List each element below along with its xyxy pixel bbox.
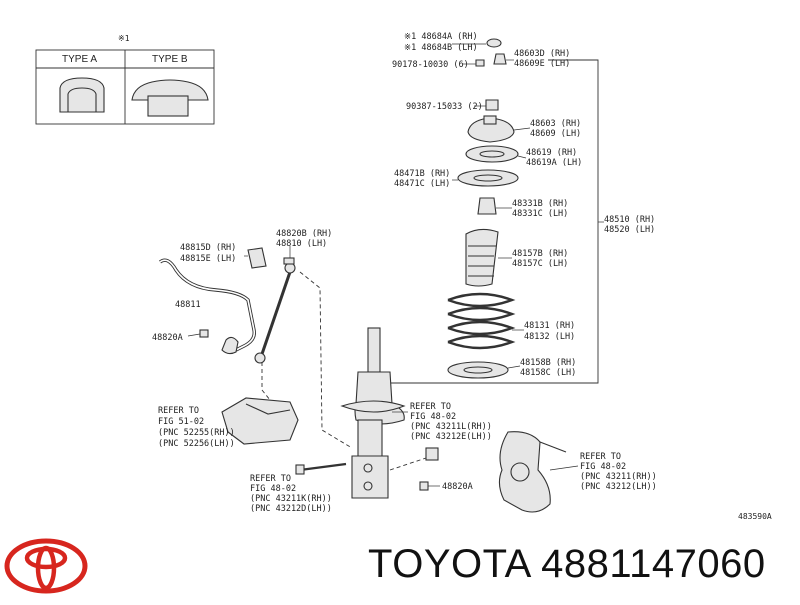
label-48811: 48811 [175,300,201,310]
label-48820b: 48820B (RH) [276,229,332,239]
lower-bracket: REFER TO FIG 51-02 (PNC 52255(RH)) (PNC … [158,397,299,449]
bearing-48619-icon [465,145,519,163]
lower-bracket-icon [221,397,299,445]
label-48609e: 48609E (LH) [514,59,570,69]
label-48684a: ※1 48684A (RH) [404,32,478,42]
type-a-cap-icon [59,77,105,113]
label-48331b: 48331B (RH) [512,199,568,209]
nut-48820a-icon [199,329,209,338]
ref-knuckle-line2: FIG 48-02 [580,462,626,472]
ref-knuckle-line4: (PNC 43212(LH)) [580,482,657,492]
toyota-logo-icon [4,538,88,594]
bushing-48815-icon [247,247,267,269]
bolt-reference: REFER TO FIG 48-02 (PNC 43211K(RH)) (PNC… [250,462,347,514]
nut-48820a-right-icon [425,447,439,461]
strut-reference: REFER TO FIG 48-02 (PNC 43211L(RH)) (PNC… [392,402,492,442]
nut-48603d-icon [493,53,507,65]
upper-mount-parts [447,38,531,379]
ref-bolt-line2: FIG 48-02 [250,484,296,494]
label-48510: 48510 (RH) [604,215,655,225]
cap-48684-icon [486,38,502,48]
mount-48603-icon [467,117,515,143]
type-b-cap-icon [131,79,209,101]
ref-strut-line1: REFER TO [410,402,451,412]
type-a-label: TYPE A [62,54,97,65]
strut-bracket-icon [351,455,389,499]
ref-fig51-line3: (PNC 52255(RH)) [158,428,235,438]
seat-48158-icon [447,361,509,379]
label-48603: 48603 (RH) [530,119,581,129]
upper-mount-labels: ※1 48684A (RH) ※1 48684B (LH) 48603D (RH… [392,32,655,378]
label-48471b: 48471B (RH) [394,169,450,179]
strut-assembly [340,327,406,499]
ref-fig51-line4: (PNC 52256(LH)) [158,439,235,449]
label-48820a-right: 48820A [442,482,473,492]
ref-strut-line3: (PNC 43211L(RH)) [410,422,492,432]
label-48158c: 48158C (LH) [520,368,576,378]
ref-bolt-line4: (PNC 43212D(LH)) [250,504,332,514]
type-b-label: TYPE B [152,54,188,65]
ref-bolt-line3: (PNC 43211K(RH)) [250,494,332,504]
ref-fig51-line1: REFER TO [158,406,199,416]
ref-fig51-line2: FIG 51-02 [158,417,204,427]
label-48609: 48609 (LH) [530,129,581,139]
diagram-id: 483590A [738,512,772,521]
spring-seat-icon [340,400,406,413]
label-48520: 48520 (LH) [604,225,655,235]
steering-knuckle-icon [498,431,551,513]
strut-body-icon [354,371,405,425]
nut-90387-icon [485,99,499,111]
type-box: ※1 TYPE A TYPE B [35,34,215,125]
ref-knuckle-line1: REFER TO [580,452,621,462]
bumper-48331-icon [477,197,497,215]
seat-48471-icon [457,169,519,187]
piston-rod-icon [367,327,381,373]
label-90387: 90387-15033 (2) [406,102,483,112]
stabilizer-assembly: 48815D (RH) 48815E (LH) 48820B (RH) 4881… [152,229,353,449]
label-48471c: 48471C (LH) [394,179,450,189]
brand-part-number: TOYOTA 4881147060 [368,542,766,586]
coil-spring-48131-icon [447,292,516,350]
ref-strut-line2: FIG 48-02 [410,412,456,422]
ref-knuckle-line3: (PNC 43211(RH)) [580,472,657,482]
label-48815d: 48815D (RH) [180,243,236,253]
stabilizer-link-icon [260,271,292,355]
label-48603d: 48603D (RH) [514,49,570,59]
label-48331c: 48331C (LH) [512,209,568,219]
label-48684b: ※1 48684B (LH) [404,43,478,53]
bolt-icon [299,462,347,472]
label-90178: 90178-10030 (6) [392,60,469,70]
label-48158b: 48158B (RH) [520,358,576,368]
knuckle-assembly: REFER TO FIG 48-02 (PNC 43211(RH)) (PNC … [389,431,657,513]
label-48820a-left: 48820A [152,333,183,343]
boot-48157-icon [465,228,499,287]
label-48157b: 48157B (RH) [512,249,568,259]
label-48157c: 48157C (LH) [512,259,568,269]
label-48815e: 48815E (LH) [180,254,236,264]
ref-strut-line4: (PNC 43212E(LH)) [410,432,492,442]
type-note: ※1 [118,34,130,43]
label-48132: 48132 (LH) [524,332,575,342]
nut-90178-icon [475,59,485,67]
ref-bolt-line1: REFER TO [250,474,291,484]
label-48619a: 48619A (LH) [526,158,582,168]
label-48619: 48619 (RH) [526,148,577,158]
link-dashed-path [299,271,353,449]
label-48131: 48131 (RH) [524,321,575,331]
label-48810: 48810 (LH) [276,239,327,249]
